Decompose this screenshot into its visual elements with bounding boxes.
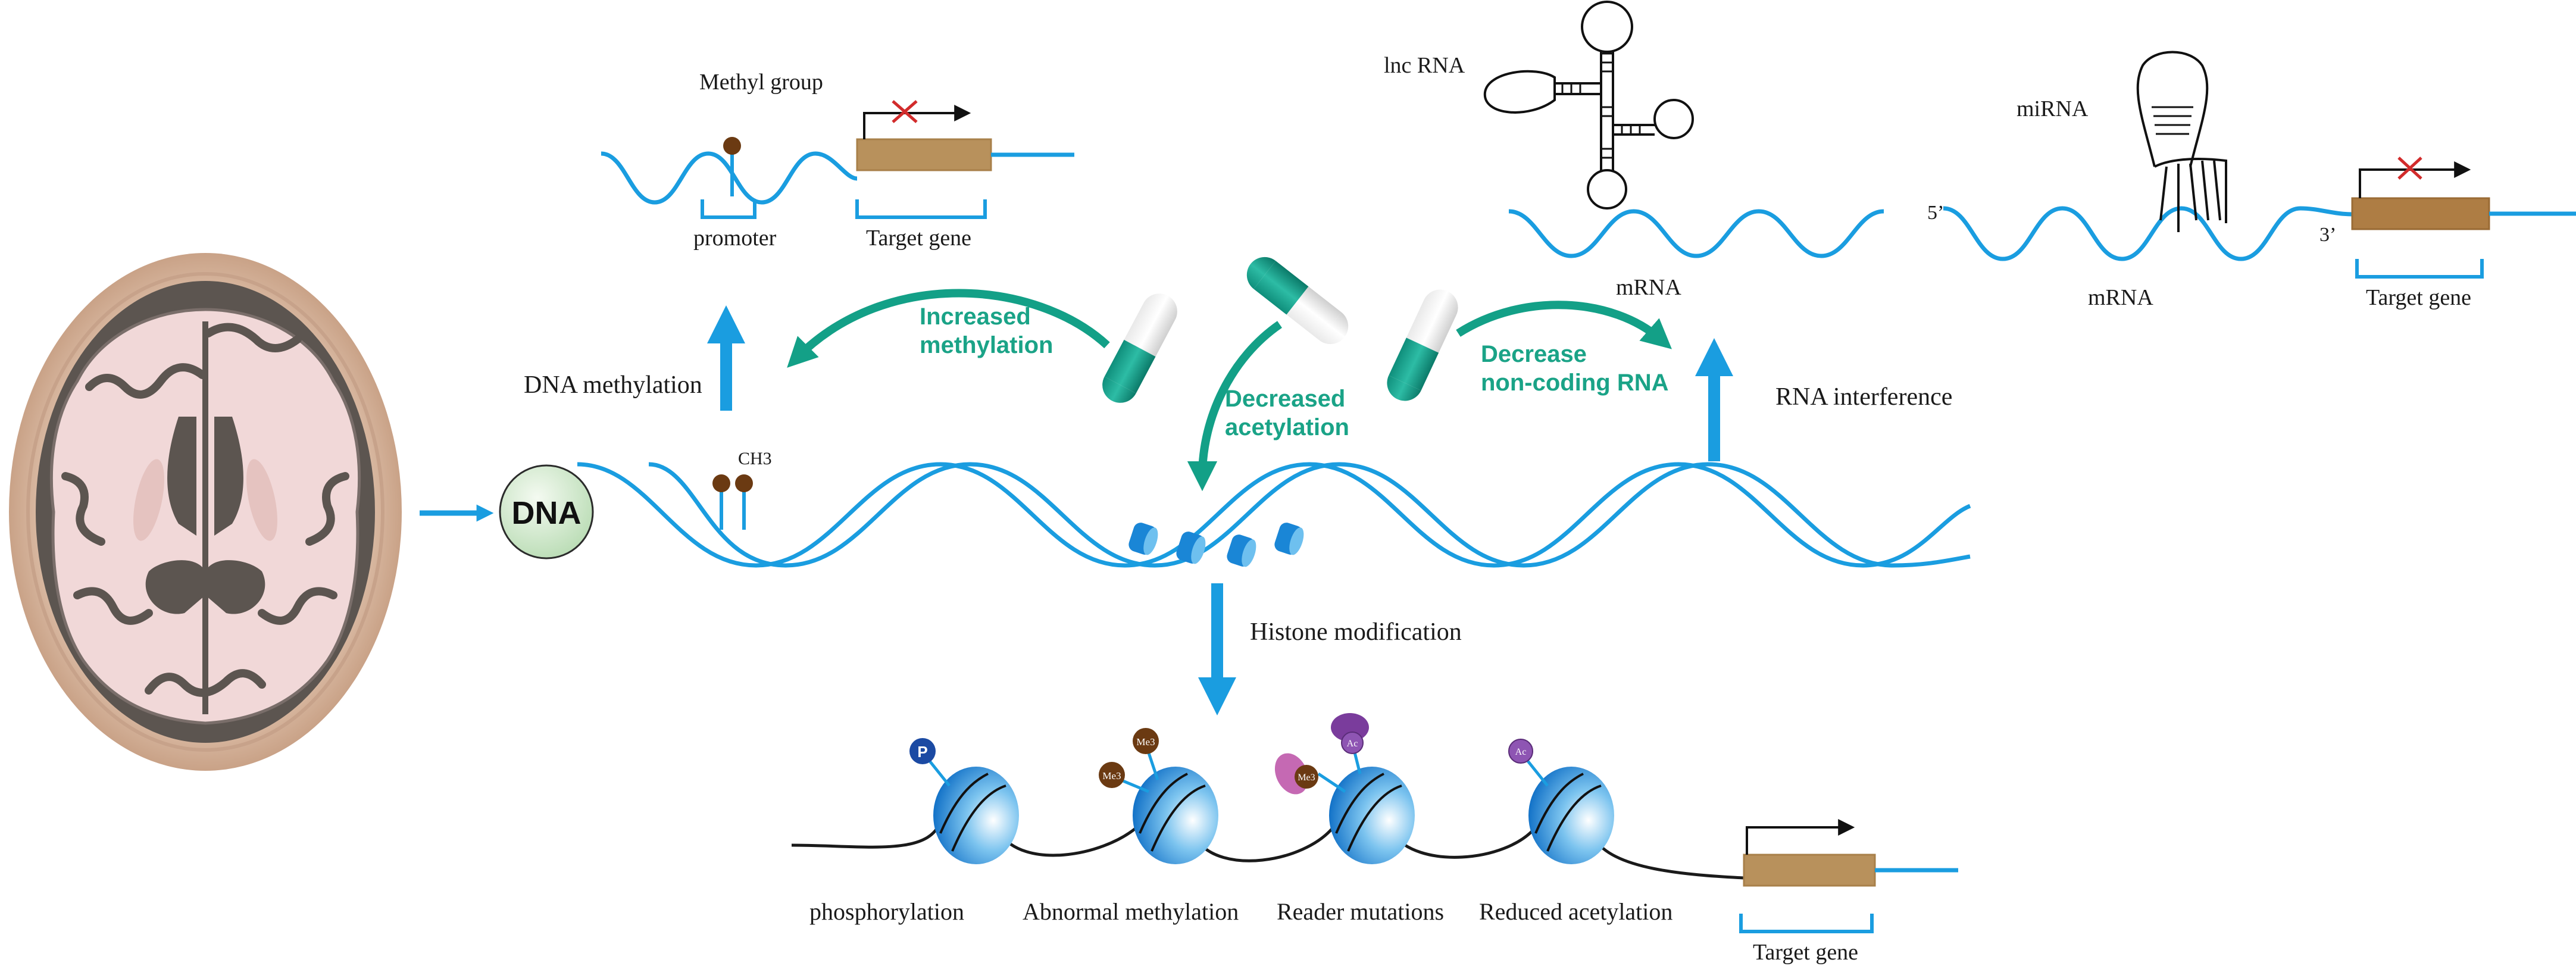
nucleosome-2: [1133, 767, 1218, 864]
mrna-mid-label: mRNA: [1616, 275, 1681, 300]
blocked-transcription-x-icon: [892, 100, 918, 123]
methyl-group-dot: [723, 137, 741, 155]
blocked-translation-x-icon: [2397, 157, 2422, 180]
brain-section-illustration: [9, 253, 402, 771]
dna-methylation-label: DNA methylation: [524, 371, 702, 399]
target-gene-top-label: Target gene: [866, 226, 971, 251]
promoter-methylation-illustration: Methyl group promoter Target gene: [601, 70, 1074, 251]
target-gene-bottom: Target gene: [1739, 819, 1958, 965]
mrna-strand-mid: [1508, 209, 1884, 258]
target-gene-bottom-label: Target gene: [1753, 940, 1858, 965]
target-gene-top-box: [856, 138, 992, 171]
dna-label: DNA: [512, 495, 582, 531]
mrna-right-label: mRNA: [2088, 285, 2153, 310]
phosphorylation-mark: P: [909, 738, 951, 787]
mirna-illustration: 5’ miRNA mRNA 3’ Target gene: [1927, 51, 2576, 310]
lnc-rna-label: lnc RNA: [1384, 53, 1465, 78]
capsule-3-icon: [1387, 289, 1458, 401]
lnc-rna-structure: lnc RNA: [1384, 1, 1694, 210]
capsule-1-icon: [1102, 293, 1177, 403]
mrna-strand-right: [1943, 206, 2353, 261]
methyl-group-label: Methyl group: [699, 70, 823, 95]
ch3-label: CH3: [738, 449, 772, 468]
svg-text:Ac: Ac: [1347, 739, 1358, 749]
svg-text:P: P: [917, 743, 927, 761]
svg-text:Me3: Me3: [1102, 770, 1121, 782]
promoter-label: promoter: [693, 226, 777, 251]
reader-mutation-marks: Me3 Ac: [1274, 713, 1369, 795]
svg-text:Me3: Me3: [1136, 736, 1155, 748]
nucleosome-3: [1329, 767, 1415, 864]
target-gene-right-box: [2351, 197, 2490, 230]
phosphorylation-label: phosphorylation: [809, 898, 964, 925]
ch3-methyl-marks: CH3: [712, 449, 772, 530]
target-gene-right-label: Target gene: [2366, 285, 2471, 310]
decreased-acetylation-arrow: [1187, 321, 1282, 492]
svg-text:Ac: Ac: [1515, 747, 1527, 757]
three-prime-label: 3’: [2319, 224, 2336, 246]
nucleosome-1: [933, 767, 1019, 864]
dna-circle: [499, 464, 594, 559]
trimethylation-marks: Me3 Me3: [1099, 728, 1159, 793]
abnormal-methylation-label: Abnormal methylation: [1023, 898, 1239, 925]
five-prime-label: 5’: [1927, 202, 1944, 224]
target-gene-bottom-box: [1743, 854, 1876, 887]
nucleosome-4: [1528, 767, 1614, 864]
reader-mutations-label: Reader mutations: [1277, 898, 1444, 925]
increased-methylation-arrow: [787, 289, 1110, 368]
capsule-2-icon: [1246, 257, 1349, 345]
decrease-ncrna-arrow: [1456, 301, 1672, 349]
acetylation-mark: Ac: [1508, 739, 1549, 787]
histone-modification-label: Histone modification: [1250, 618, 1462, 646]
mirna-label: miRNA: [2017, 96, 2089, 121]
histone-beads-on-dna: [1128, 523, 1304, 567]
main-dna-double-helix: [577, 462, 1971, 568]
svg-text:Me3: Me3: [1298, 773, 1315, 783]
reduced-acetylation-label: Reduced acetylation: [1479, 898, 1672, 925]
rna-interference-label: RNA interference: [1775, 383, 1952, 411]
